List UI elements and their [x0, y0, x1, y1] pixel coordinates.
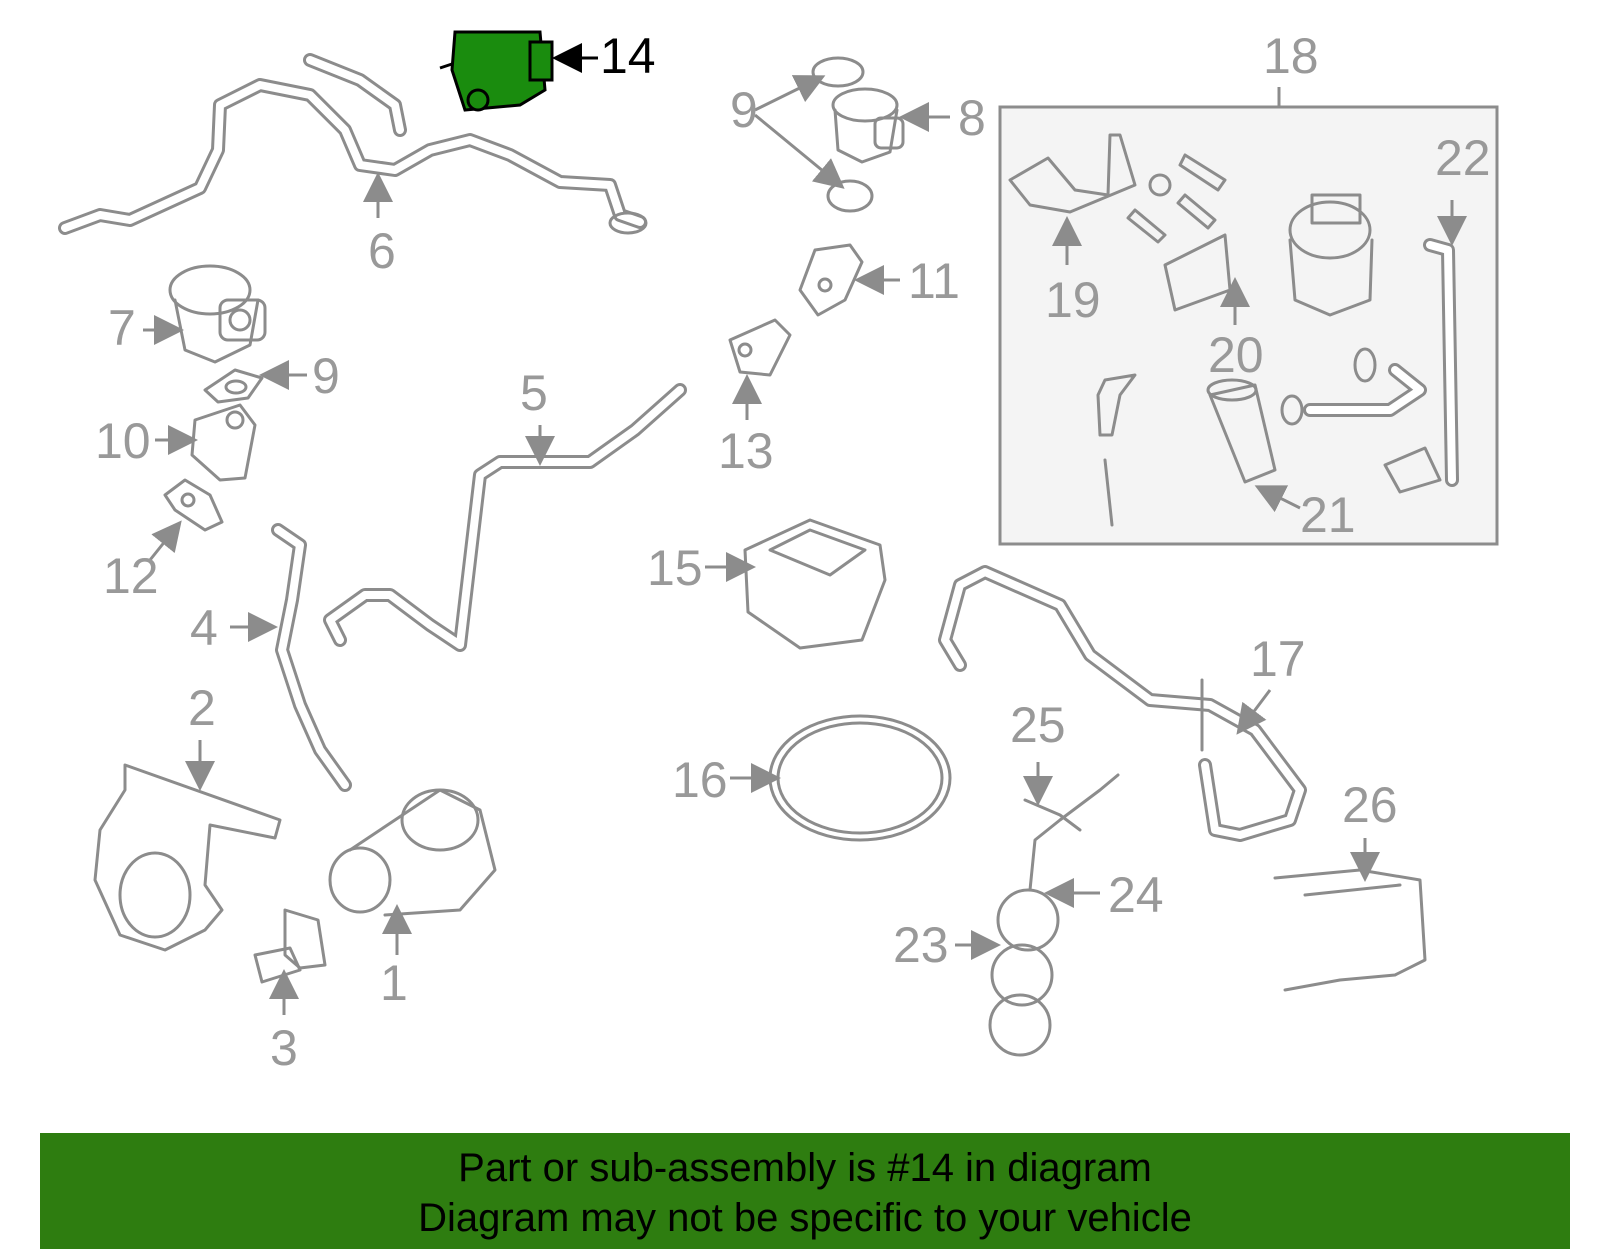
callout-3: 3 — [270, 1020, 298, 1076]
callout-4: 4 — [190, 600, 218, 656]
part-1-pump — [328, 788, 497, 917]
part-18-kit-box — [998, 105, 1499, 546]
part-17-pipe — [938, 565, 1307, 842]
part-16-gasket-inner — [776, 721, 944, 835]
part-14-highlighted[interactable] — [439, 30, 554, 112]
callout-6: 6 — [368, 223, 396, 279]
callout-18: 18 — [1263, 28, 1319, 84]
callout-8: 8 — [958, 90, 986, 146]
part-16-gasket — [768, 714, 952, 842]
part-4-hose — [271, 523, 352, 792]
part-5-pipe — [323, 383, 687, 652]
part-7-valve — [168, 264, 267, 364]
callout-11: 11 — [908, 253, 960, 309]
callout-12: 12 — [103, 548, 159, 604]
callout-14: 14 — [600, 28, 656, 84]
part-8-valve — [831, 87, 905, 164]
callout-22: 22 — [1435, 130, 1491, 186]
part-15-filter — [743, 518, 887, 650]
callout-15: 15 — [647, 540, 703, 596]
callout-13: 13 — [718, 423, 774, 479]
part-2-shield — [93, 763, 282, 952]
part-10-plate — [190, 403, 257, 482]
callout-2: 2 — [188, 680, 216, 736]
callout-9-right: 9 — [730, 82, 758, 138]
callout-26: 26 — [1342, 777, 1398, 833]
callout-19: 19 — [1045, 272, 1101, 328]
part-26-sensor — [1273, 868, 1427, 992]
part-6-pipe — [58, 53, 648, 235]
part-19-bracket — [1008, 133, 1137, 214]
kit-small-parts — [1096, 153, 1442, 527]
part-9-gaskets-right — [811, 56, 874, 213]
banner-line-1: Part or sub-assembly is #14 in diagram — [458, 1146, 1152, 1190]
part-13-bracket — [728, 318, 792, 377]
banner-line-2: Diagram may not be specific to your vehi… — [418, 1196, 1192, 1240]
callout-20: 20 — [1208, 327, 1264, 383]
callout-25: 25 — [1010, 697, 1066, 753]
part-23-housing — [988, 888, 1060, 1057]
kit-valve — [1288, 193, 1374, 317]
part-22-tube — [1423, 238, 1459, 487]
info-banner: Part or sub-assembly is #14 in diagram D… — [40, 1133, 1570, 1249]
callout-23: 23 — [893, 917, 949, 973]
callout-21: 21 — [1300, 487, 1356, 543]
part-3-sensor — [253, 908, 327, 984]
callout-9-left: 9 — [312, 348, 340, 404]
part-21-filter — [1206, 378, 1277, 484]
callout-5: 5 — [520, 365, 548, 421]
part-11-bracket — [798, 243, 864, 317]
callout-16: 16 — [672, 752, 728, 808]
part-9-gasket-left — [203, 368, 264, 404]
callout-24: 24 — [1108, 867, 1164, 923]
callout-1: 1 — [380, 955, 408, 1011]
callout-arrows — [143, 75, 1467, 1015]
part-12-gasket — [163, 478, 224, 532]
callout-17: 17 — [1250, 631, 1306, 687]
callout-7: 7 — [108, 300, 136, 356]
callout-10: 10 — [95, 413, 151, 469]
